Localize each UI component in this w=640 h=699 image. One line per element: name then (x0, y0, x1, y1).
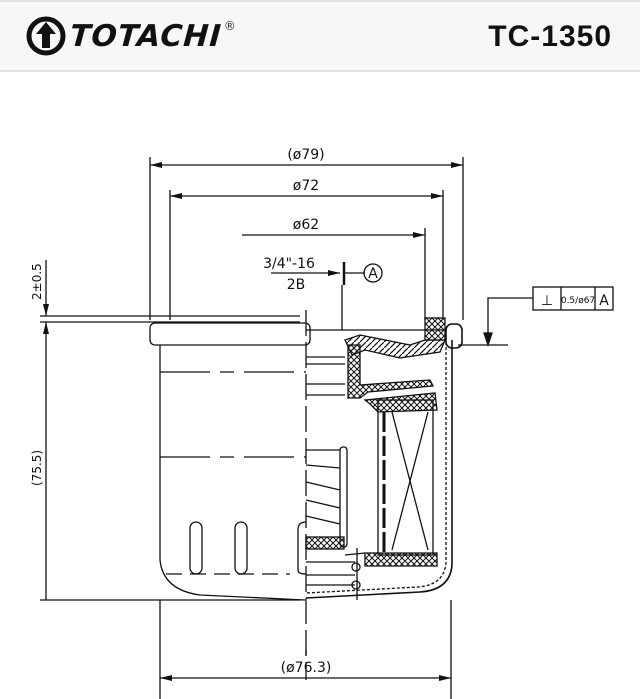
technical-drawing: (ø79) ø72 ø62 3/4"-16 2B A 2±0.5 (75.5) … (30, 147, 614, 699)
dim-body-diameter: (ø76.3) (281, 660, 332, 676)
dim-thread-class: 2B (287, 277, 306, 293)
dim-gasket-outer-diameter: ø72 (293, 178, 319, 194)
totachi-emblem-icon (26, 16, 66, 56)
brand-logo: TOTACHI ® (26, 16, 236, 56)
brand-name: TOTACHI (68, 18, 223, 54)
dim-height: (75.5) (30, 450, 44, 486)
header-bar: TOTACHI ® TC-1350 (0, 0, 640, 72)
tolerance-datum: A (599, 293, 609, 309)
dim-gasket-inner-diameter: ø62 (293, 217, 319, 233)
datum-a-label: A (368, 266, 378, 282)
registered-mark: ® (223, 19, 236, 33)
dim-thread-spec: 3/4"-16 (263, 256, 315, 272)
tolerance-value: 0.5/ø67 (561, 296, 595, 306)
dim-gasket-offset: 2±0.5 (30, 263, 44, 300)
part-number: TC-1350 (488, 20, 612, 53)
dim-outer-diameter: (ø79) (287, 147, 324, 163)
perpendicularity-symbol: ⊥ (541, 293, 553, 309)
